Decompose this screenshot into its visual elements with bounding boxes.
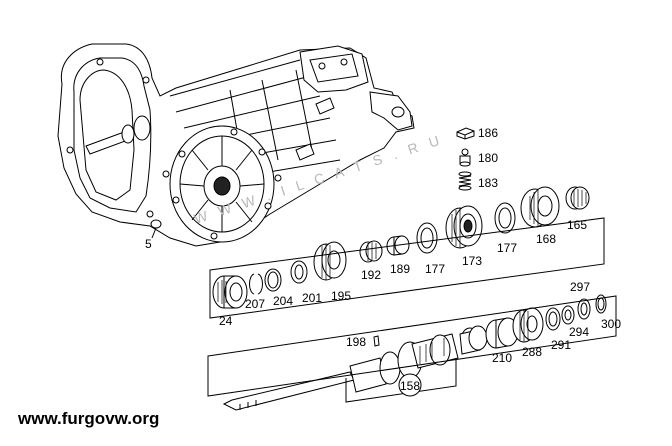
part-294[interactable] [561,305,575,325]
label-5: 5 [145,237,152,251]
mainshaft[interactable] [222,325,488,411]
part-288[interactable] [512,307,544,343]
label-207: 207 [245,297,265,311]
part-177-middle[interactable] [416,222,438,254]
label-204: 204 [273,294,293,308]
part-24[interactable] [212,275,248,309]
part-195[interactable] [313,241,347,281]
part-177-upper[interactable] [494,202,516,234]
part-186[interactable] [456,127,475,140]
part-192[interactable] [359,240,383,263]
callout-circle-158[interactable] [398,373,422,397]
group-bracket-upper [209,217,605,319]
label-24: 24 [219,314,233,328]
label-198: 198 [346,335,366,349]
label-173: 173 [462,254,482,268]
label-297: 297 [570,280,590,294]
label-210: 210 [492,351,512,365]
label-168: 168 [536,232,556,246]
label-180: 180 [478,151,498,165]
part-183-spring[interactable] [458,171,472,191]
label-195: 195 [331,289,351,303]
label-165: 165 [567,218,587,232]
part-180[interactable] [459,148,471,167]
gearbox-housing[interactable] [57,43,415,247]
part-165[interactable] [565,186,590,210]
label-288: 288 [522,345,542,359]
label-177-middle: 177 [425,262,445,276]
label-189: 189 [390,262,410,276]
label-183: 183 [478,176,498,190]
site-url: www.furgovw.org [17,409,159,428]
label-177-upper: 177 [497,241,517,255]
label-294: 294 [569,325,589,339]
part-297[interactable] [577,298,591,320]
leader-line [151,227,157,239]
label-201: 201 [302,291,322,305]
group-bracket-158 [345,360,457,403]
label-291: 291 [551,338,571,352]
part-291[interactable] [545,307,561,331]
part-168[interactable] [520,186,560,228]
group-bracket-lower [207,295,617,397]
part-204[interactable] [264,268,282,292]
part-173[interactable] [445,205,483,249]
part-207[interactable] [249,273,263,295]
label-300: 300 [601,317,621,331]
label-186: 186 [478,126,498,140]
part-201[interactable] [290,260,308,284]
part-198[interactable] [373,335,380,347]
label-158: 158 [400,379,420,393]
part-300[interactable] [595,294,607,314]
label-192: 192 [361,268,381,282]
